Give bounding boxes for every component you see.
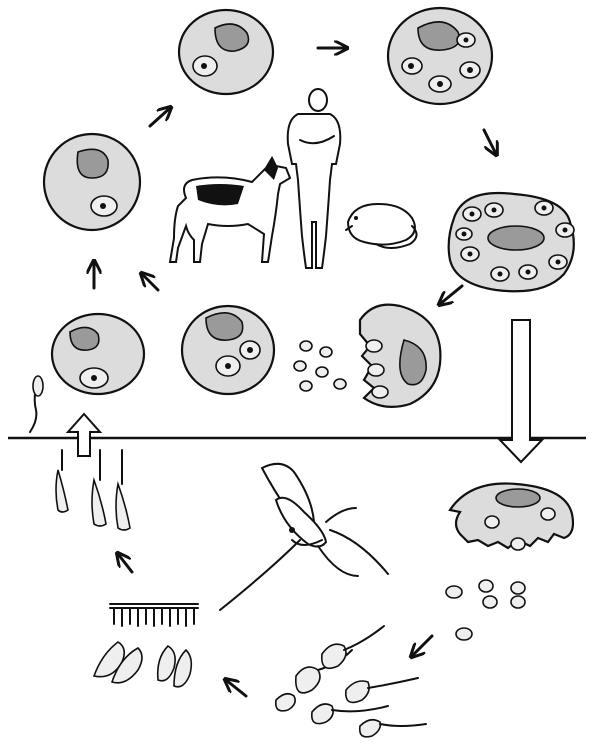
macrophage-phagocytosis — [30, 314, 144, 432]
transfer-arrow-to-vector — [500, 320, 542, 462]
released-amastigotes-vector — [446, 580, 525, 640]
dog-host — [170, 158, 290, 262]
human-host — [288, 89, 341, 268]
gut-wall-attached-promastigotes — [94, 604, 198, 687]
free-amastigotes-host — [294, 341, 346, 391]
macrophage-dividing — [182, 306, 274, 394]
macrophage-rupturing — [360, 305, 440, 407]
promastigotes-midgut — [276, 626, 426, 737]
sandfly-vector — [220, 464, 388, 610]
rodent-host — [346, 204, 417, 248]
macrophage-top — [179, 10, 273, 94]
macrophage-heavily-infected — [449, 193, 574, 291]
transfer-arrow-to-host — [68, 414, 100, 456]
macrophage-in-sandfly-gut — [450, 484, 573, 550]
metacyclic-promastigotes — [56, 450, 130, 530]
macrophage-upper-left — [44, 134, 140, 230]
macrophage-top-right — [388, 8, 492, 104]
